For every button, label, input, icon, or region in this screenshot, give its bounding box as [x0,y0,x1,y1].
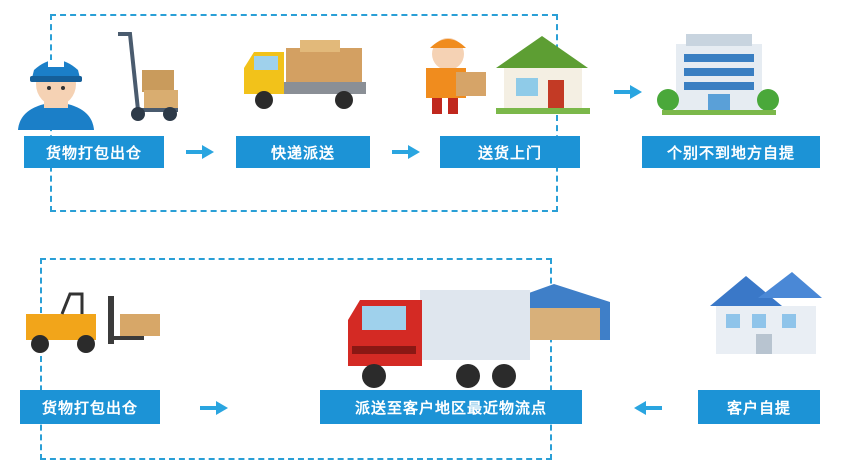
step-customer-pickup-label: 客户自提 [698,390,820,424]
arrow-right-icon [186,145,214,159]
bottom-flow-dashed-frame [40,258,552,460]
arrow-right-icon [392,145,420,159]
customer-house-icon [710,272,822,354]
arrow-left-icon [634,401,662,415]
arrow-right-icon [614,85,642,99]
step-pack-and-ship-label: 货物打包出仓 [24,136,164,168]
step-express-delivery-label: 快递派送 [236,136,370,168]
step-pack-and-ship-label: 货物打包出仓 [20,390,160,424]
lorry-warehouse-icon [348,284,610,388]
step-nearest-logistics-point-label: 派送至客户地区最近物流点 [320,390,582,424]
hand-truck-icon [118,32,178,121]
forklift-icon [26,292,160,353]
step-door-delivery-label: 送货上门 [440,136,580,168]
cargo-truck-icon [244,40,366,109]
courier-house-icon [426,36,590,114]
office-building-icon [657,34,779,115]
step-self-pickup-remote-label: 个别不到地方自提 [642,136,820,168]
delivery-worker-icon [18,60,94,130]
arrow-right-icon [200,401,228,415]
